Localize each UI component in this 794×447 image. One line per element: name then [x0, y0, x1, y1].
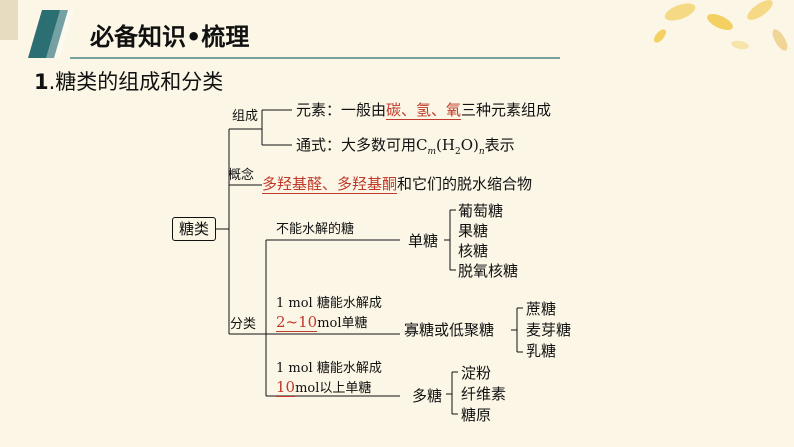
section-number: 1	[34, 70, 49, 94]
concept-line: 多羟基醛、多羟基酮和它们的脱水缩合物	[262, 175, 533, 194]
poly-condition-2: 10mol以上单糖	[276, 378, 372, 397]
poly-answer: 10	[276, 378, 296, 397]
root-label: 糖类	[179, 220, 210, 238]
corner-block	[0, 0, 18, 40]
formula-sub-2: 2	[454, 147, 461, 157]
oligo-item: 麦芽糖	[526, 321, 572, 339]
elements-line: 元素：一般由碳、氢、氧三种元素组成	[296, 101, 552, 120]
mono-item: 葡萄糖	[458, 202, 504, 220]
formula-mid: (H	[436, 136, 455, 154]
formula-line: 通式：大多数可用Cm(H2O)n表示	[296, 136, 515, 161]
poly-item: 淀粉	[461, 364, 492, 382]
mono-condition: 不能水解的糖	[276, 222, 355, 237]
flower-decoration	[654, 0, 788, 51]
header-bar-stripe	[46, 10, 74, 58]
mono-item: 果糖	[458, 222, 489, 240]
oligo-item: 乳糖	[526, 342, 557, 360]
composition-label: 组成	[232, 109, 259, 124]
elements-suffix: 三种元素组成	[461, 101, 552, 119]
page-title: 必备知识•梳理	[90, 23, 250, 51]
poly-item: 纤维素	[461, 385, 507, 403]
formula-prefix: 通式：大多数可用C	[296, 136, 428, 154]
formula-sub-n: n	[478, 147, 485, 157]
elements-answer: 碳、氢、氧	[386, 101, 462, 120]
section-heading: 1.糖类的组成和分类	[34, 68, 223, 96]
oligo-name: 寡糖或低聚糖	[404, 321, 495, 339]
oligo-condition-2: 2~10mol单糖	[276, 313, 368, 332]
oligo-item: 蔗糖	[526, 300, 557, 318]
section-title: .糖类的组成和分类	[48, 70, 224, 94]
classification-label: 分类	[230, 317, 257, 332]
formula-sub-m: m	[427, 147, 437, 157]
mono-item: 核糖	[458, 242, 489, 260]
poly-name: 多糖	[412, 387, 443, 405]
poly-suffix: mol以上单糖	[295, 381, 372, 396]
concept-label: 概念	[228, 168, 255, 183]
concept-suffix: 和它们的脱水缩合物	[397, 175, 533, 193]
oligo-answer: 2~10	[276, 313, 318, 332]
header-decoration	[0, 0, 788, 59]
root-node: 糖类	[172, 217, 217, 241]
poly-condition: 1 mol 糖能水解成	[276, 361, 382, 376]
oligo-suffix: mol单糖	[317, 316, 368, 331]
mono-name: 单糖	[408, 232, 439, 250]
poly-item: 糖原	[461, 406, 492, 424]
mono-item: 脱氧核糖	[458, 262, 519, 280]
formula-suffix: 表示	[484, 136, 515, 154]
formula-mid2: O)	[460, 136, 479, 154]
concept-answer: 多羟基醛、多羟基酮	[262, 175, 398, 194]
elements-prefix: 元素：一般由	[296, 101, 387, 119]
header-bar-teal	[28, 10, 68, 58]
oligo-condition: 1 mol 糖能水解成	[276, 296, 382, 311]
